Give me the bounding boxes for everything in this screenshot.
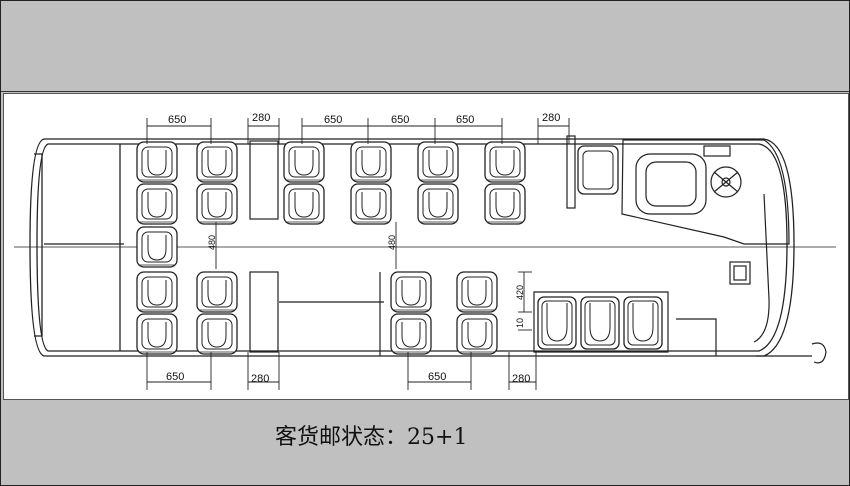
dim-top-650-3: 650 — [391, 114, 409, 126]
dim-top-650-2: 650 — [324, 114, 342, 126]
top-band — [1, 1, 849, 92]
caption-capacity: 25+1 — [407, 425, 468, 450]
bus-seat-layout-drawing: 650 280 650 650 650 280 650 280 650 280 … — [3, 93, 849, 400]
dim-top-280-1: 280 — [252, 112, 270, 124]
caption-label: 客货邮状态： — [275, 425, 408, 450]
driver-cabin — [621, 139, 827, 364]
dim-bottom-650-2: 650 — [428, 371, 446, 383]
capacity-caption: 客货邮状态：25+1 — [275, 419, 467, 451]
seats-upper — [136, 141, 526, 225]
seats-lower — [136, 226, 498, 355]
partitions — [249, 135, 717, 356]
bottom-band: 客货邮状态：25+1 — [1, 399, 849, 485]
dim-top-650-1: 650 — [168, 114, 186, 126]
bus-floorplan-svg: 650 280 650 650 650 280 650 280 650 280 … — [14, 112, 836, 390]
seats-front-bench — [537, 296, 663, 350]
dim-top-650-4: 650 — [456, 114, 474, 126]
dim-aisle-left-480: 480 — [207, 235, 217, 250]
dim-bottom-650-1: 650 — [166, 371, 184, 383]
dim-right-10: 10 — [515, 318, 525, 328]
dimension-lines — [146, 118, 570, 390]
guide-seat — [577, 145, 619, 195]
dim-aisle-mid-480: 480 — [387, 235, 397, 250]
dim-right-420: 420 — [515, 285, 525, 300]
dim-bottom-280-2: 280 — [512, 373, 530, 385]
dim-bottom-280-1: 280 — [251, 373, 269, 385]
dim-top-280-2: 280 — [542, 112, 560, 124]
